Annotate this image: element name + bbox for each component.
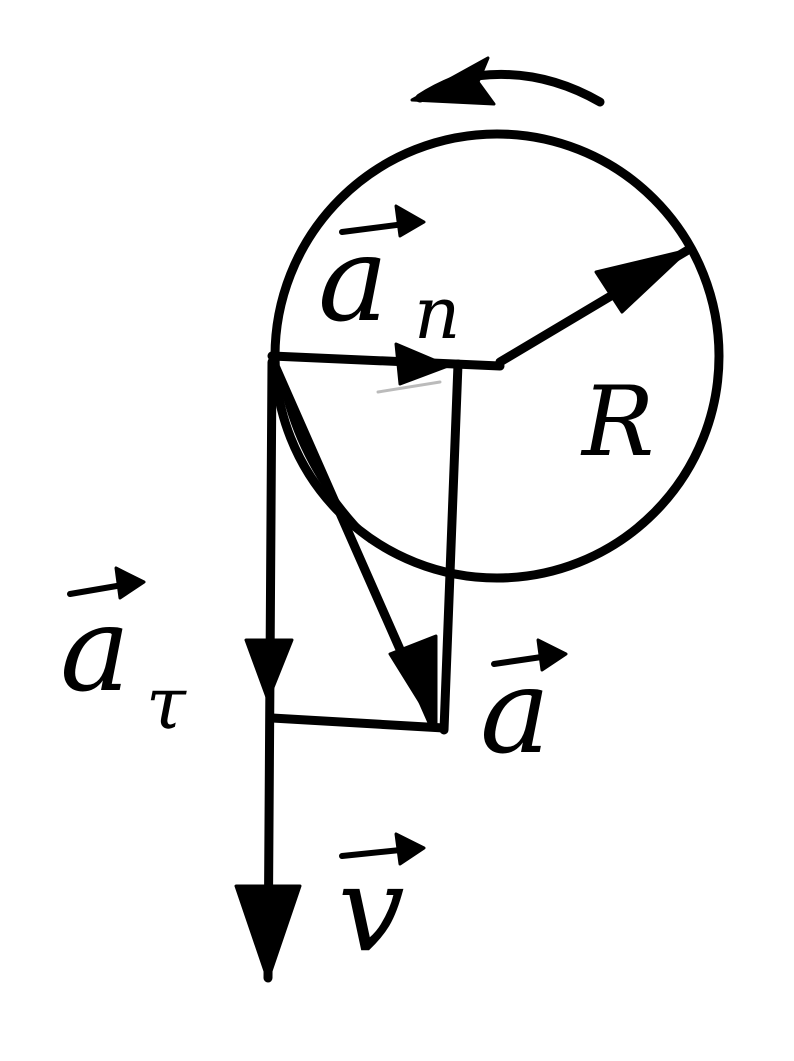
- normal-acceleration-vector: [267, 351, 505, 371]
- label-total-acceleration: a: [480, 638, 568, 780]
- label-velocity: v: [338, 832, 426, 978]
- inner-arc: [279, 377, 373, 543]
- normal-acceleration-arrowhead: [394, 342, 450, 386]
- tangential-acceleration-symbol: a: [60, 580, 130, 718]
- total-acceleration-arrowhead: [388, 634, 438, 730]
- normal-acceleration-subscript: n: [414, 271, 460, 355]
- radius-label: R: [580, 366, 654, 478]
- tangential-acceleration-arrowhead: [244, 638, 294, 702]
- label-normal-acceleration: a n: [318, 204, 460, 355]
- parallelogram-bottom-side: [267, 713, 449, 733]
- rotation-arrowhead: [410, 56, 496, 106]
- label-tangential-acceleration: a τ: [60, 566, 187, 745]
- tangential-acceleration-subscript: τ: [146, 661, 187, 745]
- radius-arrowhead: [594, 248, 690, 314]
- velocity-arrowhead: [234, 884, 302, 982]
- velocity-symbol: v: [338, 840, 405, 978]
- total-acceleration-symbol: a: [480, 642, 550, 780]
- normal-acceleration-symbol: a: [318, 210, 388, 348]
- faint-mark: [376, 380, 442, 394]
- parallelogram-right-side: [439, 359, 463, 735]
